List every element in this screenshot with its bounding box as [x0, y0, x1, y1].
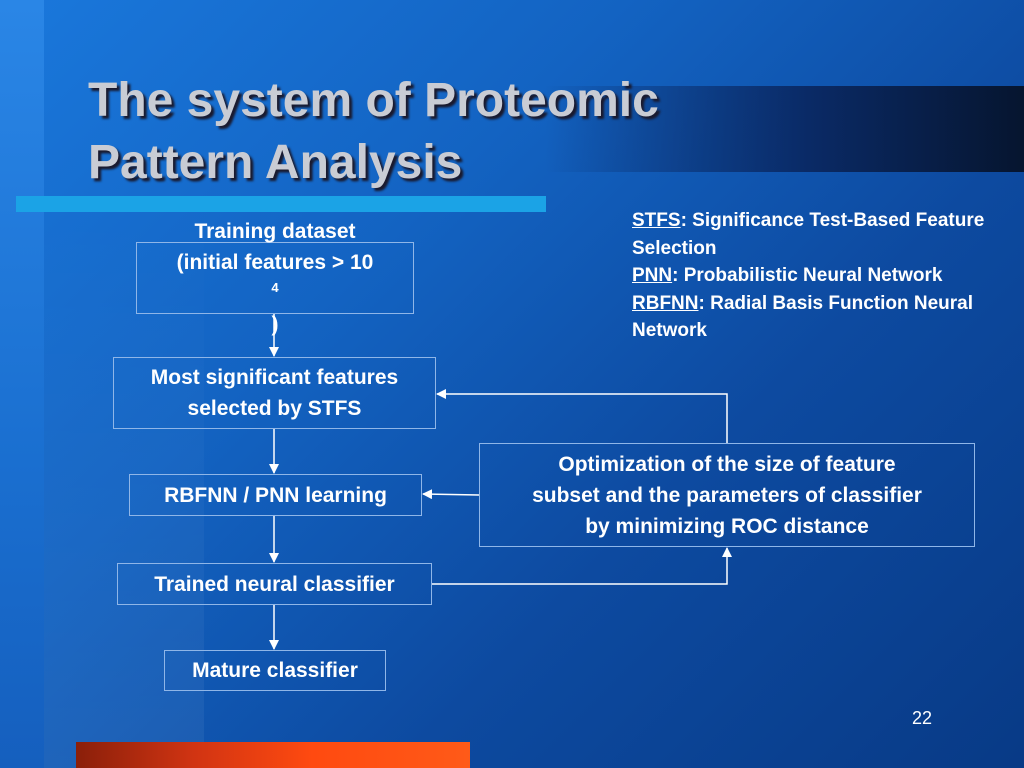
box-trained-classifier: Trained neural classifier	[117, 563, 432, 605]
title-line-1: The system of Proteomic	[88, 74, 659, 127]
opt-line-2: subset and the parameters of classifier	[532, 483, 922, 507]
opt-line-1: Optimization of the size of feature	[558, 452, 896, 476]
opt-line-3: by minimizing ROC distance	[585, 514, 869, 538]
legend-abbr: RBFNN	[632, 292, 699, 314]
legend-item-stfs: STFS: Significance Test-Based Feature Se…	[632, 207, 1022, 262]
arrow-trained-to-opt	[432, 547, 732, 585]
box-optimization: Optimization of the size of feature subs…	[479, 443, 975, 547]
rbfnn-label: RBFNN / PNN learning	[164, 483, 387, 507]
abbreviation-legend: STFS: Significance Test-Based Feature Se…	[632, 207, 1022, 345]
trained-label: Trained neural classifier	[154, 572, 395, 596]
training-line-1: Training dataset	[194, 220, 356, 243]
title-decor-bar	[545, 86, 1024, 172]
page-number: 22	[912, 708, 933, 728]
mature-label: Mature classifier	[192, 659, 358, 682]
box-rbfnn-pnn-learning: RBFNN / PNN learning	[129, 474, 422, 516]
legend-abbr: STFS	[632, 210, 681, 231]
arrow-opt-to-most	[436, 389, 728, 443]
box-mature-classifier: Mature classifier	[164, 650, 386, 691]
bottom-decor-bar	[76, 742, 470, 768]
arrow-opt-to-rbfnn	[422, 489, 480, 500]
legend-desc: : Probabilistic Neural Network	[672, 265, 943, 286]
legend-desc: : Radial Basis Function Neural Network	[632, 292, 973, 342]
legend-item-rbfnn: RBFNN: Radial Basis Function Neural Netw…	[632, 290, 1022, 345]
most-line-1: Most significant features	[150, 366, 399, 389]
title-line-2: Pattern Analysis	[88, 136, 463, 189]
legend-item-pnn: PNN: Probabilistic Neural Network	[632, 262, 1022, 290]
training-superscript: 4	[271, 280, 279, 295]
left-decor-panel	[44, 212, 204, 768]
legend-desc: : Significance Test-Based Feature Select…	[632, 210, 985, 259]
most-line-2: selected by STFS	[187, 397, 362, 420]
title-underline	[16, 196, 546, 212]
box-most-significant-features: Most significant features selected by ST…	[113, 357, 436, 429]
slide-title: The system of Proteomic Pattern Analysis	[88, 70, 808, 194]
legend-abbr: PNN	[632, 265, 673, 286]
left-decor-band	[0, 0, 44, 768]
